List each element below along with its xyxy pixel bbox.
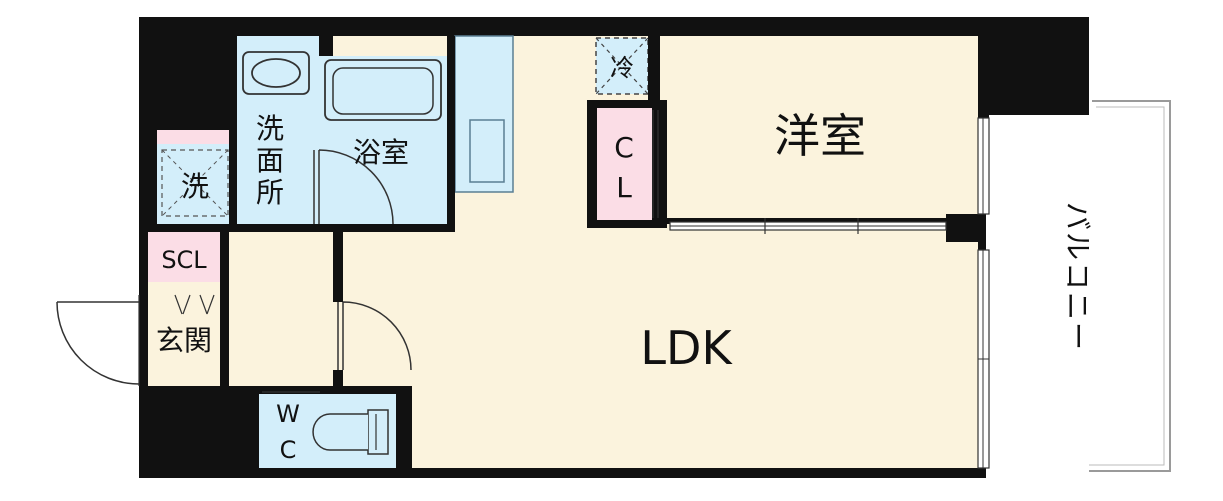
western-room-floor xyxy=(660,36,978,222)
toilet-label-1: W xyxy=(276,400,300,428)
bathtub xyxy=(324,59,442,121)
balcony-label-4: ニ xyxy=(1061,292,1094,320)
bathroom-label: 浴室 xyxy=(353,136,409,169)
balcony-label: バ ル コ ニ ー xyxy=(1061,202,1094,350)
laundry-label: 洗 xyxy=(181,170,209,203)
balcony-label-3: コ xyxy=(1061,262,1094,290)
washroom-label-1: 洗 xyxy=(256,112,284,145)
toilet-label-2: C xyxy=(280,436,297,464)
shoe-closet-label: SCL xyxy=(161,246,207,274)
balcony-label-5: ー xyxy=(1061,322,1094,350)
closet-label-2: L xyxy=(616,171,632,204)
shoe-closet-area xyxy=(148,232,220,282)
balcony-label-2: ル xyxy=(1061,232,1094,260)
washroom-label-3: 所 xyxy=(256,176,284,209)
fridge-space xyxy=(595,37,649,95)
hallway-floor xyxy=(229,232,333,386)
balcony xyxy=(1058,100,1171,472)
balcony-label-1: バ xyxy=(1061,202,1094,230)
toilet-fixture xyxy=(312,409,389,455)
closet-floor xyxy=(597,108,652,220)
wash-basin xyxy=(242,51,310,95)
ldk-label: LDK xyxy=(640,321,733,375)
entrance-label: 玄関 xyxy=(156,324,212,357)
western-room-label: 洋室 xyxy=(774,109,866,163)
closet-label-1: C xyxy=(614,131,634,164)
fridge-label: 冷 xyxy=(610,54,634,82)
washroom-label-2: 面 xyxy=(256,144,284,177)
